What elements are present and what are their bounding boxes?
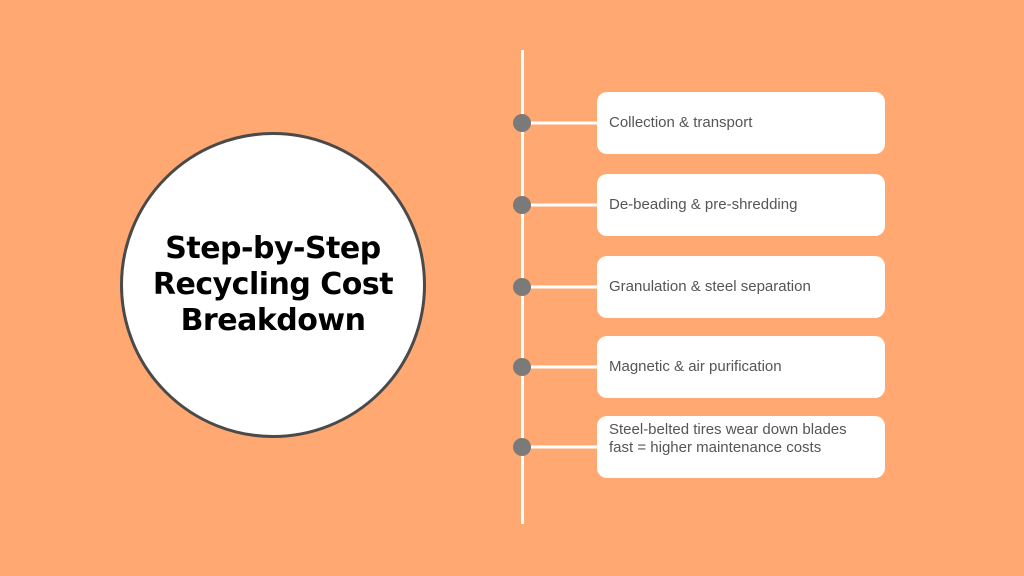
step-connector	[531, 285, 597, 289]
step-connector	[531, 365, 597, 369]
step-label: Magnetic & air purification	[609, 358, 782, 375]
timeline-dot	[513, 438, 531, 456]
timeline-dot	[513, 196, 531, 214]
step-connector	[531, 445, 597, 449]
step-label: Steel-belted tires wear down blades fast…	[609, 421, 847, 456]
step-label: Granulation & steel separation	[609, 278, 811, 295]
diagram-title: Step-by-Step Recycling Cost Breakdown	[152, 231, 394, 338]
title-circle: Step-by-Step Recycling Cost Breakdown	[120, 132, 426, 438]
step-card: Collection & transport	[597, 92, 885, 154]
step-label: Collection & transport	[609, 114, 753, 131]
timeline-dot	[513, 358, 531, 376]
timeline-dot	[513, 278, 531, 296]
step-card: Steel-belted tires wear down blades fast…	[597, 416, 885, 478]
timeline-dot	[513, 114, 531, 132]
step-card: Granulation & steel separation	[597, 256, 885, 318]
step-card: De-beading & pre-shredding	[597, 174, 885, 236]
step-card: Magnetic & air purification	[597, 336, 885, 398]
step-connector	[531, 203, 597, 207]
step-connector	[531, 121, 597, 125]
step-label: De-beading & pre-shredding	[609, 196, 798, 213]
